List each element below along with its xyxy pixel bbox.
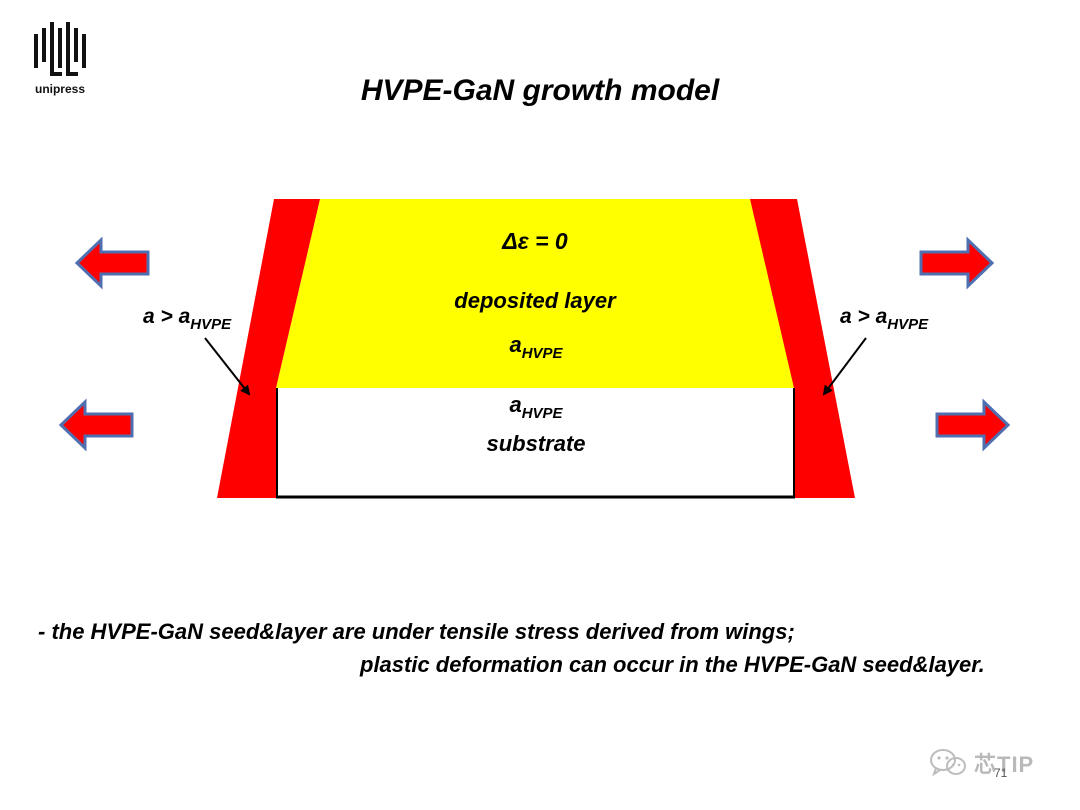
- right-pointer-arrow: [822, 337, 867, 396]
- unipress-logo-mark: [34, 22, 86, 76]
- page-number: 71: [994, 766, 1008, 780]
- right-wing-lattice-label: a > aHVPE: [840, 305, 928, 333]
- right-label-main: a > a: [840, 305, 888, 328]
- lattice-symbol: a: [509, 332, 522, 357]
- lattice-subscript: HVPE: [521, 345, 563, 362]
- lattice-subscript: HVPE: [521, 405, 563, 422]
- logo-text: unipress: [34, 82, 85, 96]
- substrate-lattice-label: aHVPE: [0, 392, 1072, 422]
- left-pointer-arrow: [204, 337, 251, 396]
- caption-line-1: - the HVPE-GaN seed&layer are under tens…: [38, 619, 795, 644]
- right-arrow-top: [919, 236, 995, 290]
- delta-epsilon-label: Δε = 0: [502, 228, 568, 254]
- left-wing-lattice-label: a > aHVPE: [143, 305, 231, 333]
- right-label-sub: HVPE: [887, 316, 929, 333]
- wechat-icon: [930, 749, 966, 777]
- deposited-lattice-label: aHVPE: [0, 332, 1072, 362]
- substrate-label: substrate: [486, 431, 586, 456]
- unipress-logo: unipress: [28, 20, 92, 100]
- right-arrow-bottom: [935, 398, 1011, 452]
- deposited-layer-label: deposited layer: [454, 288, 616, 313]
- left-arrow-top: [74, 236, 150, 290]
- watermark-text: 芯TIP: [974, 752, 1035, 777]
- page-title: HVPE-GaN growth model: [360, 74, 720, 107]
- left-wing: [217, 199, 320, 498]
- right-wing: [750, 199, 855, 498]
- caption-line-2: plastic deformation can occur in the HVP…: [360, 652, 985, 677]
- left-label-main: a > a: [143, 305, 191, 328]
- left-arrow-bottom: [58, 398, 134, 452]
- substrate-region: [276, 388, 794, 498]
- lattice-symbol: a: [509, 392, 522, 417]
- deposited-layer-region: [276, 199, 796, 388]
- left-label-sub: HVPE: [190, 316, 232, 333]
- watermark: 芯TIP: [928, 746, 1034, 780]
